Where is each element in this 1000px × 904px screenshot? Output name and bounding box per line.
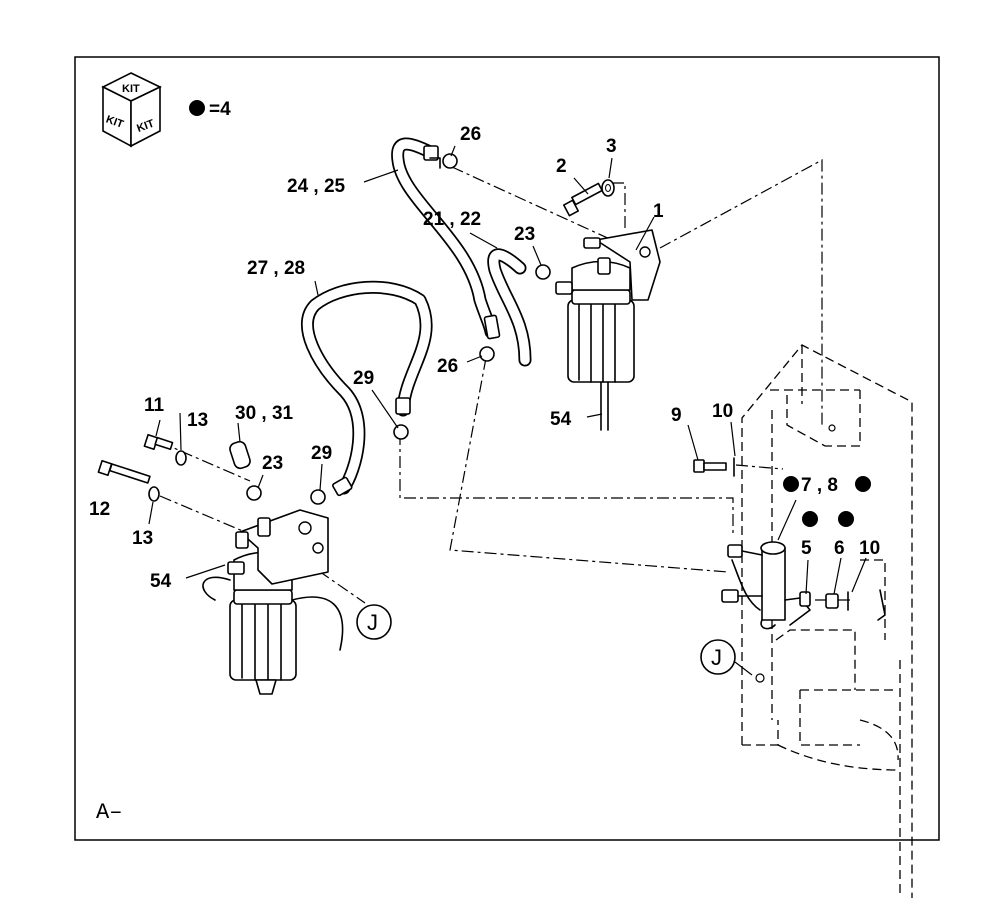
upper-fuel-filter	[423, 145, 661, 431]
callout-26-lower: 26	[437, 356, 458, 377]
kit-cube-icon: KIT KIT KIT	[101, 72, 162, 148]
callout-27-28: 27 , 28	[247, 258, 305, 279]
cap-30-31	[229, 440, 251, 470]
leader-lines	[148, 145, 867, 595]
bolt-11	[143, 433, 174, 451]
clamp-29-left	[393, 424, 409, 440]
bolt-12	[97, 459, 151, 484]
hose-24-25	[391, 137, 501, 340]
callout-23-lower: 23	[262, 453, 283, 474]
routing-lines	[159, 158, 850, 604]
callout-7-8: 7 , 8	[801, 475, 838, 496]
clamp-29-right	[310, 489, 326, 505]
callout-54-lower: 54	[150, 571, 172, 592]
diagram-frame	[74, 56, 940, 841]
callout-29-left: 29	[353, 368, 374, 389]
callout-1: 1	[653, 201, 664, 222]
clamp-26-top	[442, 153, 458, 169]
fuel-pump-assembly	[721, 541, 886, 630]
kit-dot-5-icon	[802, 511, 818, 527]
callout-29-right: 29	[311, 443, 332, 464]
callout-3: 3	[606, 136, 617, 157]
lower-fuel-filter	[202, 509, 344, 695]
view-label: A–	[96, 800, 122, 825]
callout-9: 9	[671, 405, 682, 426]
callout-23-upper: 23	[514, 224, 535, 245]
kit-legend-dot-icon	[189, 100, 205, 116]
callout-30-31: 30 , 31	[235, 403, 294, 424]
callout-21-22: 21 , 22	[423, 209, 481, 230]
callout-5: 5	[801, 538, 812, 559]
callout-6: 6	[834, 538, 845, 559]
clamp-23-upper	[535, 264, 551, 280]
kit-top-label: KIT	[122, 83, 140, 95]
bolt-9	[693, 459, 727, 473]
callout-10-lower: 10	[859, 538, 880, 559]
clamp-23-lower	[246, 485, 262, 501]
callout-2: 2	[556, 156, 567, 177]
callout-13-lower: 13	[132, 528, 153, 549]
clamp-26-lower	[479, 346, 495, 362]
callout-labels: 1 2 3 26 24 , 25 21 , 22 23 27 , 28 26 2…	[89, 124, 880, 592]
callout-26-top: 26	[460, 124, 481, 145]
callout-12: 12	[89, 499, 110, 520]
connector-j-left-label: J	[367, 610, 378, 635]
hose-21-22	[487, 248, 532, 367]
kit-dot-6-icon	[838, 511, 854, 527]
washer-13-lower	[148, 486, 160, 502]
callout-10-upper: 10	[712, 401, 733, 422]
kit-right-label: KIT	[135, 118, 156, 135]
connector-j-left: J	[356, 604, 392, 640]
kit-dot-7-icon	[783, 476, 799, 492]
callout-13-upper: 13	[187, 410, 208, 431]
washer-13-upper	[175, 450, 187, 466]
callout-54-upper: 54	[550, 409, 572, 430]
connector-j-right: J	[700, 639, 753, 676]
kit-legend-quantity: =4	[209, 99, 231, 120]
kit-dot-8-icon	[855, 476, 871, 492]
connector-j-right-label: J	[711, 645, 722, 670]
callout-24-25: 24 , 25	[287, 176, 346, 197]
hose-27-28	[300, 280, 433, 497]
kit-left-label: KIT	[104, 114, 125, 131]
callout-11: 11	[144, 395, 165, 416]
mounting-panel	[741, 344, 913, 898]
